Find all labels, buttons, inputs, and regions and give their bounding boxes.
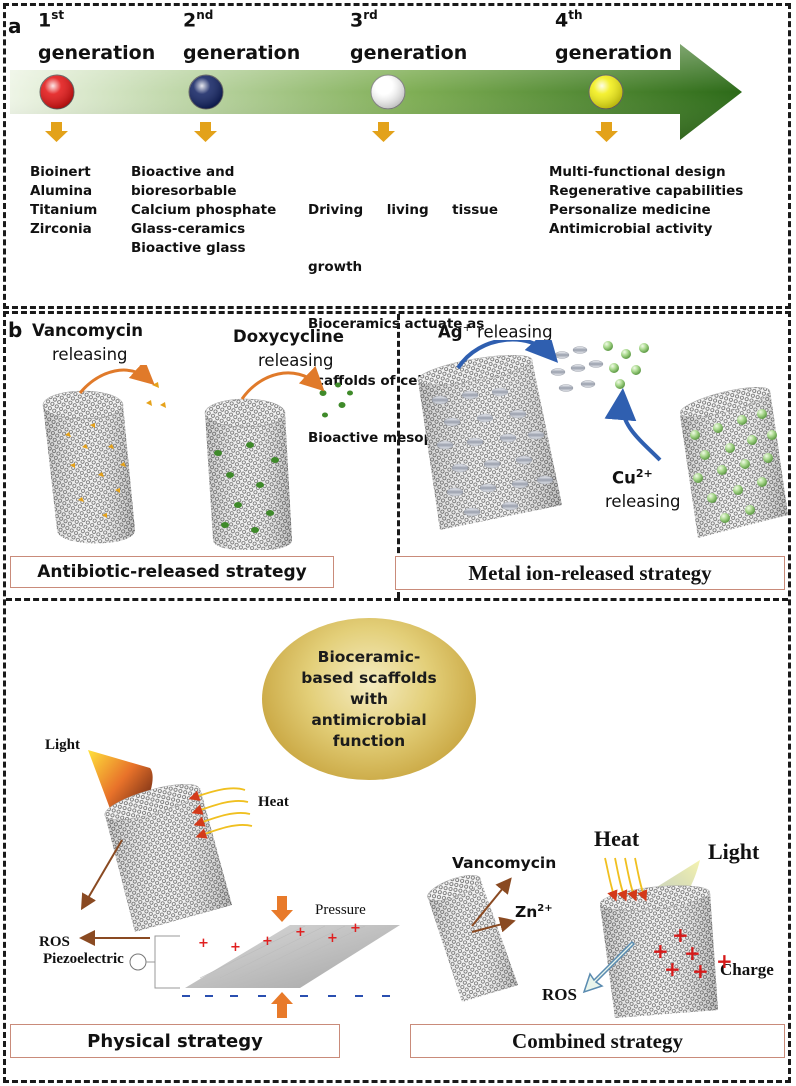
- list-item: growth: [308, 259, 363, 275]
- vancomycin-scaffold: [42, 365, 166, 544]
- svg-text:+: +: [664, 957, 681, 981]
- panel-b-vertical-divider: [397, 314, 400, 598]
- svg-text:+: +: [350, 921, 361, 936]
- vancomycin-releasing-label: releasing: [52, 345, 128, 364]
- doxycycline-label: Doxycycline: [233, 327, 344, 346]
- gen-3-dot: [370, 74, 406, 110]
- svg-text:+: +: [692, 959, 709, 983]
- center-line: based scaffolds: [301, 668, 437, 687]
- gen-1-dot: [39, 74, 75, 110]
- list-item: Alumina: [30, 183, 93, 199]
- gen-4-number: 4th: [555, 8, 583, 32]
- doxycycline-releasing-label: releasing: [258, 351, 334, 370]
- metal-ion-strategy-label: Metal ion-released strategy: [395, 556, 785, 590]
- list-item: Zirconia: [30, 221, 92, 237]
- gen-4-list: Multi-functional design Regenerative cap…: [549, 163, 743, 239]
- antibiotic-strategy-label: Antibiotic-released strategy: [10, 556, 334, 588]
- physical-ros-label: ROS: [39, 934, 70, 950]
- panel-a: [3, 3, 791, 309]
- gen-4-dot: [588, 74, 624, 110]
- physical-strategy-label: Physical strategy: [10, 1024, 340, 1058]
- list-item: Glass-ceramics: [131, 221, 246, 237]
- svg-text:+: +: [198, 936, 209, 951]
- combined-vancomycin-label: Vancomycin: [452, 854, 557, 872]
- antibiotic-illustration: [42, 365, 353, 550]
- gen-2-down-arrow: [194, 122, 217, 142]
- combined-scaffold: [600, 885, 718, 1018]
- panel-b: [3, 311, 791, 1083]
- list-item: Personalize medicine: [549, 202, 711, 218]
- metal-ion-illustration: [417, 340, 788, 538]
- gen-2-dot: [188, 74, 224, 110]
- list-item: Regenerative capabilities: [549, 183, 744, 199]
- gen-3-down-arrow: [372, 122, 395, 142]
- physical-illustration: + + + + + +: [79, 750, 400, 1018]
- combined-illustration: +++ +++: [427, 857, 733, 1018]
- svg-text:+: +: [295, 925, 306, 940]
- combined-strategy-label: Combined strategy: [410, 1024, 785, 1058]
- vancomycin-label: Vancomycin: [32, 321, 143, 340]
- center-line: Bioceramic-: [317, 647, 421, 666]
- list-item: Bioceramics actuate as: [308, 316, 485, 332]
- gen-2-title: generation: [183, 42, 301, 64]
- gen-1-title: generation: [38, 42, 156, 64]
- gen-3-number: 3rd: [350, 8, 378, 32]
- down-arrows: [45, 122, 618, 142]
- svg-text:+: +: [230, 940, 241, 955]
- svg-text:+: +: [716, 949, 733, 973]
- list-item: Multi-functional design: [549, 164, 726, 180]
- gen-4-title: generation: [555, 42, 673, 64]
- center-title-oval: Bioceramic- based scaffolds with antimic…: [262, 618, 476, 780]
- list-item: bioresorbable: [131, 183, 237, 199]
- list-item: Bioactive glass: [131, 240, 246, 256]
- gen-1-number: 1st: [38, 8, 65, 32]
- generation-dots: [39, 74, 624, 142]
- center-line: function: [332, 731, 406, 750]
- list-item: Antimicrobial activity: [549, 221, 713, 237]
- ag-scaffold: [417, 346, 604, 530]
- list-item: Driving living tissue: [308, 202, 499, 218]
- svg-text:+: +: [262, 934, 273, 949]
- gen-1-down-arrow: [45, 122, 68, 142]
- svg-text:+: +: [684, 941, 701, 965]
- list-item: Titanium: [30, 202, 98, 218]
- combined-zn-label: Zn2+: [515, 903, 553, 922]
- piezoelectric-label: Piezoelectric: [43, 951, 124, 967]
- cu-label: Cu2+: [612, 467, 653, 488]
- combined-heat-label: Heat: [594, 826, 640, 851]
- svg-text:+: +: [327, 931, 338, 946]
- center-line: antimicrobial: [311, 710, 427, 729]
- pressure-label: Pressure: [315, 902, 366, 918]
- panel-b-horizontal-divider: [6, 598, 788, 601]
- list-item: Calcium phosphate: [131, 202, 277, 218]
- cu-releasing-label: releasing: [605, 492, 681, 511]
- gen-2-number: 2nd: [183, 8, 214, 32]
- combined-drug-scaffold: [427, 874, 518, 1002]
- panel-a-letter: a: [8, 14, 22, 38]
- list-item: Bioactive and: [131, 164, 235, 180]
- gen-2-list: Bioactive and bioresorbable Calcium phos…: [131, 163, 276, 258]
- panel-b-letter: b: [8, 318, 23, 342]
- gen-4-down-arrow: [595, 122, 618, 142]
- ag-releasing-label: Ag+ releasing: [438, 321, 553, 342]
- gen-3-title: generation: [350, 42, 468, 64]
- cu-scaffold: [603, 341, 788, 538]
- gen-1-list: Bioinert Alumina Titanium Zirconia: [30, 163, 97, 239]
- center-line: with: [349, 689, 389, 708]
- doxycycline-scaffold: [204, 365, 353, 550]
- combined-charge-label: Charge: [720, 960, 774, 979]
- combined-light-label: Light: [708, 839, 760, 864]
- list-item: Bioinert: [30, 164, 91, 180]
- combined-ros-label: ROS: [542, 985, 577, 1004]
- svg-text:+: +: [672, 923, 689, 947]
- physical-light-label: Light: [45, 737, 81, 753]
- physical-heat-label: Heat: [258, 794, 289, 810]
- svg-text:+: +: [652, 939, 669, 963]
